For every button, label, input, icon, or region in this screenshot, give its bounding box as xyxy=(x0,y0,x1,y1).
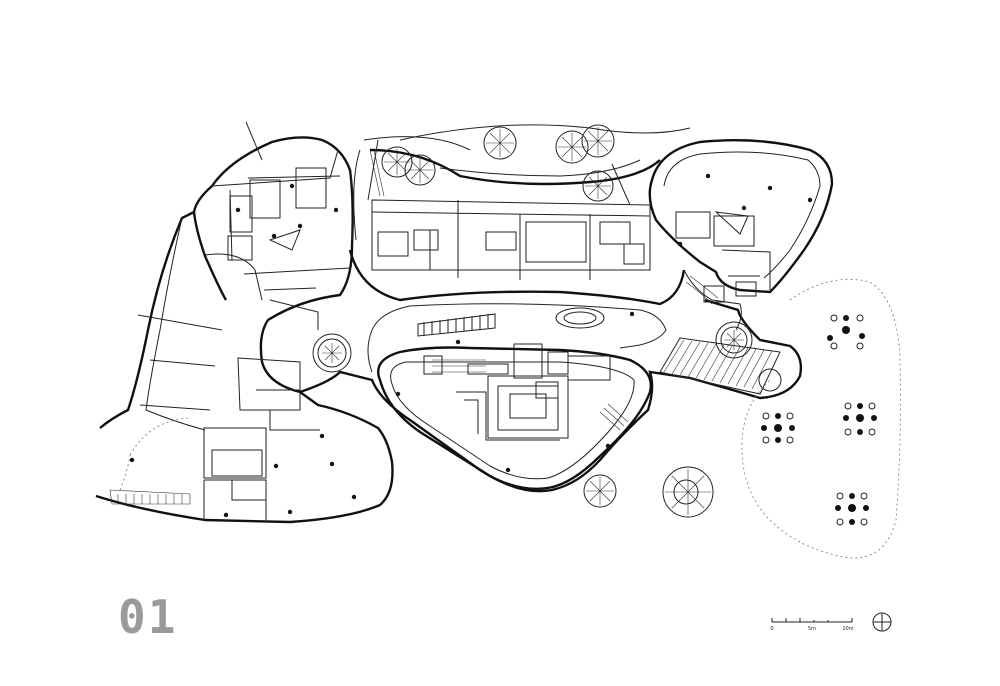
courtyard-planters xyxy=(312,321,782,392)
ramp-hatch xyxy=(659,337,781,395)
top-arc-walkway xyxy=(399,124,691,177)
table-cluster xyxy=(843,402,877,436)
north-arrow-icon xyxy=(872,612,892,632)
scale-label-0: 0 xyxy=(770,626,773,632)
scale-label-5m: 5m xyxy=(808,626,816,632)
west-wing xyxy=(95,121,394,524)
scale-bar: 0 5m 10m xyxy=(770,618,854,632)
table-cluster xyxy=(827,314,865,350)
tree-symbol xyxy=(582,170,614,202)
tree-symbol xyxy=(662,466,714,518)
tree-symbol xyxy=(483,126,517,160)
central-triangle-block xyxy=(377,343,652,490)
north-strip xyxy=(353,136,661,280)
tree-symbol xyxy=(555,130,589,164)
west-wing-columns xyxy=(129,183,357,518)
outdoor-terrace xyxy=(741,279,901,559)
scale-label-10m: 10m xyxy=(842,626,853,632)
east-wing xyxy=(648,139,834,331)
table-cluster xyxy=(835,492,869,526)
tree-symbol xyxy=(581,124,615,158)
tree-symbol xyxy=(673,479,699,505)
table-cluster xyxy=(761,412,795,444)
east-wing-columns xyxy=(395,173,813,473)
tree-symbol xyxy=(583,474,617,508)
central-atrium xyxy=(299,249,803,493)
sheet-number: 01 xyxy=(118,590,178,644)
landscape-trees xyxy=(381,124,714,518)
tree-symbol xyxy=(404,154,436,186)
